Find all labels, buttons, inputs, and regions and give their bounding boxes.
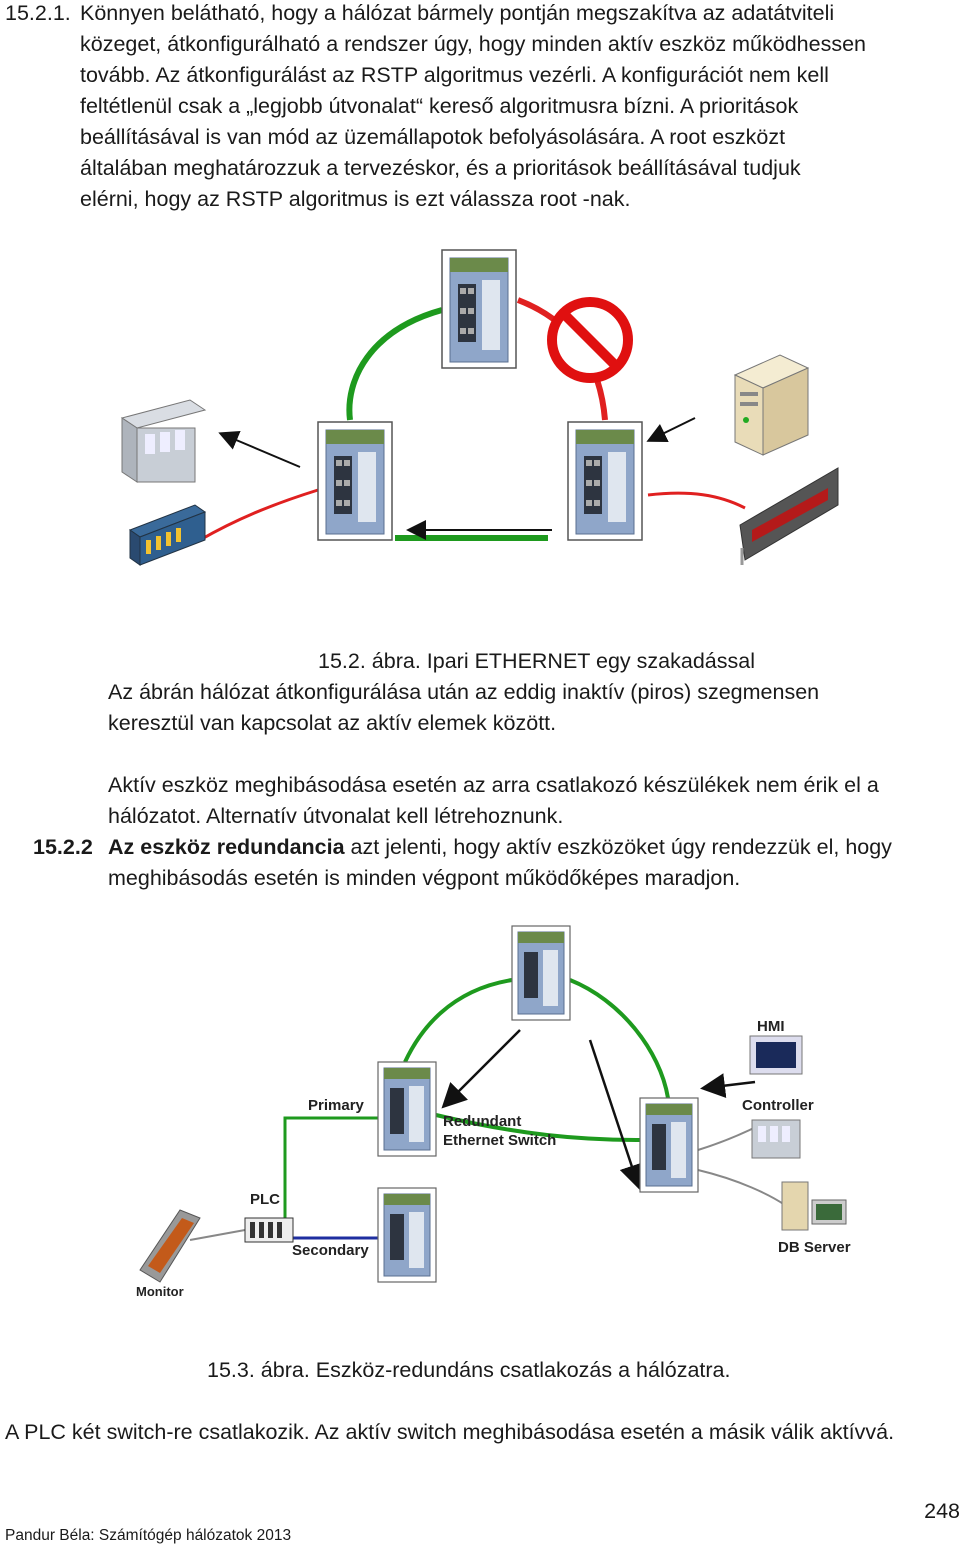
paragraph-2-line: hálózatot. Alternatív útvonalat kell lét… bbox=[108, 804, 564, 828]
label-hmi: HMI bbox=[757, 1018, 785, 1035]
figure-1-description-line: Az ábrán hálózat átkonfigurálása után az… bbox=[108, 680, 820, 704]
primary-link bbox=[283, 1116, 378, 1218]
section-1-line: feltétlenül csak a „legjobb útvonalat“ k… bbox=[80, 94, 799, 118]
section-1-line: elérni, hogy az RSTP algoritmus is ezt v… bbox=[80, 187, 631, 211]
prohibited-icon bbox=[547, 297, 633, 383]
ethernet-switch bbox=[377, 1187, 437, 1283]
section-number-2: 15.2.2 bbox=[33, 835, 93, 859]
device-link bbox=[189, 1229, 246, 1241]
page-number: 248 bbox=[924, 1499, 960, 1523]
device-link bbox=[697, 1124, 761, 1151]
figure-redundancy-diagram: HMI Primary Redundant Ethernet Switch Co… bbox=[136, 925, 851, 1299]
label-primary: Primary bbox=[308, 1097, 365, 1114]
cabinet-icon bbox=[120, 399, 207, 483]
controller-icon bbox=[751, 1119, 801, 1159]
ring-link-active bbox=[346, 307, 443, 421]
footer-author: Pandur Béla: Számítógép hálózatok 2013 bbox=[5, 1527, 292, 1544]
server-icon bbox=[733, 354, 810, 456]
section-2-line: meghibásodás esetén is minden végpont mű… bbox=[108, 866, 741, 890]
ethernet-switch bbox=[377, 1061, 437, 1157]
label-plc: PLC bbox=[250, 1191, 280, 1208]
plc-icon bbox=[244, 1217, 294, 1243]
label-monitor: Monitor bbox=[136, 1284, 184, 1299]
ethernet-switch bbox=[639, 1097, 699, 1193]
section-number-1: 15.2.1. bbox=[5, 1, 71, 25]
section-2-paragraph: Az eszköz redundancia azt jelenti, hogy … bbox=[108, 832, 892, 894]
figure-2-caption: 15.3. ábra. Eszköz-redundáns csatlakozás… bbox=[207, 1358, 731, 1382]
ring-link-active bbox=[435, 1113, 641, 1142]
ethernet-switch bbox=[511, 925, 571, 1021]
monitor-icon bbox=[139, 1209, 201, 1283]
closing-text: A PLC két switch-re csatlakozik. Az aktí… bbox=[5, 1420, 895, 1444]
ethernet-switch bbox=[567, 421, 643, 541]
device-link bbox=[697, 1169, 786, 1206]
arrow bbox=[588, 1039, 644, 1190]
figure-1-caption: 15.2. ábra. Ipari ETHERNET egy szakadáss… bbox=[318, 649, 755, 673]
section-2-line: Az eszköz redundancia azt jelenti, hogy … bbox=[108, 835, 892, 859]
label-redundant: Redundant bbox=[443, 1113, 521, 1130]
figure-ring-diagram bbox=[120, 249, 839, 566]
arrow bbox=[646, 417, 696, 442]
arrow bbox=[700, 1073, 756, 1099]
label-db-server: DB Server bbox=[778, 1239, 851, 1256]
section-1-line: beállításával is van mód az üzemállapoto… bbox=[80, 125, 786, 149]
paragraph-2: Aktív eszköz meghibásodása esetén az arr… bbox=[108, 770, 879, 832]
label-ethernet-switch: Ethernet Switch bbox=[443, 1132, 556, 1149]
arrow bbox=[441, 1029, 521, 1109]
section-1-paragraph: Könnyen belátható, hogy a hálózat bármel… bbox=[80, 0, 866, 215]
label-secondary: Secondary bbox=[292, 1242, 369, 1259]
paragraph-2-line: Aktív eszköz meghibásodása esetén az arr… bbox=[108, 773, 879, 797]
ring-link-active bbox=[569, 978, 670, 1099]
figure-1-description-line: keresztül van kapcsolat az aktív elemek … bbox=[108, 711, 557, 735]
db-server-icon bbox=[781, 1181, 847, 1231]
device-link bbox=[647, 491, 746, 510]
label-controller: Controller bbox=[742, 1097, 814, 1114]
redundancy-term: Az eszköz redundancia bbox=[108, 835, 345, 859]
section-1-line: tovább. Az átkonfigurálást az RSTP algor… bbox=[80, 63, 829, 87]
device-link bbox=[199, 488, 319, 542]
display-sign-icon bbox=[739, 467, 839, 565]
ethernet-switch bbox=[441, 249, 517, 369]
section-1-line: általában meghatározzuk a tervezéskor, é… bbox=[80, 156, 801, 180]
arrow bbox=[218, 431, 301, 468]
section-1-line: Könnyen belátható, hogy a hálózat bármel… bbox=[80, 1, 835, 25]
hmi-icon bbox=[749, 1035, 803, 1075]
section-1-line: közeget, átkonfigurálható a rendszer úgy… bbox=[80, 32, 866, 56]
ethernet-switch bbox=[317, 421, 393, 541]
ring-link-active bbox=[403, 978, 513, 1063]
plc-icon bbox=[128, 504, 207, 566]
figure-1-description: Az ábrán hálózat átkonfigurálása után az… bbox=[108, 677, 819, 739]
